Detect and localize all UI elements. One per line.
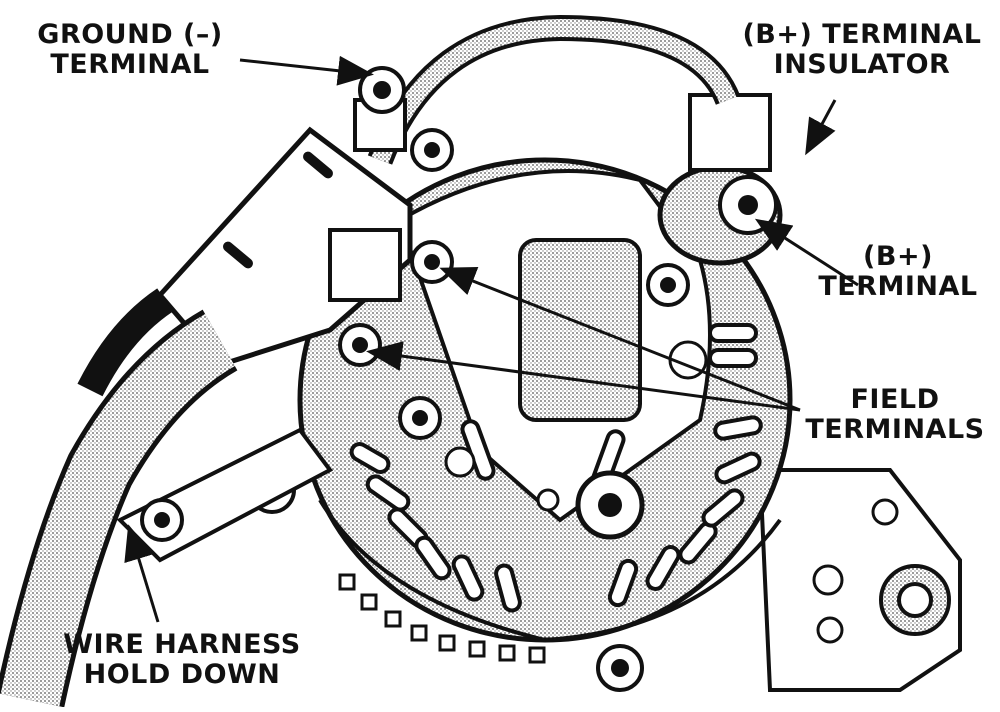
leader-ground — [239, 55, 374, 86]
bplus-terminal-insulator — [657, 93, 783, 266]
ground-terminal-label: GROUND (–) TERMINAL — [37, 19, 223, 80]
leader-bplus — [754, 218, 859, 287]
leader-lines — [124, 55, 859, 623]
field-connector-plug — [156, 126, 413, 368]
bolt-left — [398, 396, 442, 440]
leader-field-upper — [439, 267, 801, 412]
wire-harness-label: WIRE HARNESS HOLD DOWN — [63, 629, 301, 690]
bolt-upper-right — [646, 263, 690, 307]
bolt-top — [410, 128, 454, 172]
leader-insulator — [805, 99, 837, 156]
housing-rim — [338, 573, 546, 664]
bolt-bottom — [596, 644, 644, 692]
bplus-insulator-label: (B+) TERMINAL INSULATOR — [742, 19, 982, 80]
bplus-terminal-label: (B+) TERMINAL — [818, 241, 978, 302]
bolt-center — [575, 470, 645, 540]
mounting-bracket — [757, 468, 962, 692]
wire-harness — [0, 288, 238, 708]
leader-field-lower — [366, 341, 801, 412]
field-terminals-label: FIELD TERMINALS — [805, 384, 985, 445]
leader-harness — [124, 524, 160, 623]
ground-terminal-nut — [353, 66, 407, 152]
